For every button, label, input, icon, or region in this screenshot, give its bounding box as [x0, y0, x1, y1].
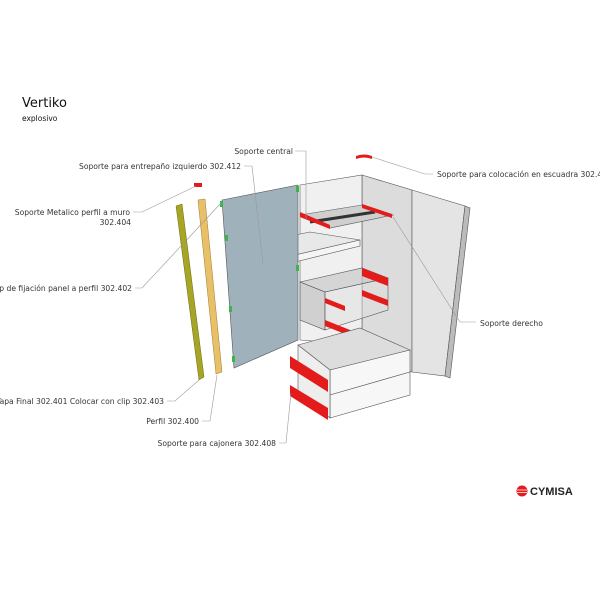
- label-soporte-escuadra: Soporte para colocación en escuadra 302.…: [437, 170, 600, 179]
- label-soporte-metalico: Soporte Metalico perfil a muro: [15, 208, 131, 217]
- label-clip-fijacion: Clip de fijación panel a perfil 302.402: [0, 284, 132, 293]
- upper-shelf: [298, 204, 395, 229]
- logo-text: CYMISA: [530, 486, 573, 498]
- wall-profile-gold: [197, 198, 223, 375]
- label-tapa-final: Tapa Final 302.401 Colocar con clip 302.…: [0, 397, 164, 406]
- leader-lines: [133, 150, 476, 444]
- label-soporte-central: Soporte central: [234, 147, 293, 156]
- right-side-panel: [361, 174, 471, 379]
- cymisa-logo: CYMISA: [516, 485, 573, 498]
- diagram-title: Vertiko: [22, 96, 67, 111]
- label-perfil: Perfil 302.400: [146, 417, 199, 426]
- blue-side-panel: [220, 184, 299, 369]
- label-soporte-metalico-code: 302.404: [100, 218, 132, 227]
- wall-profile-olive: [175, 203, 205, 381]
- label-soporte-cajonera: Soporte para cajonera 302.408: [158, 439, 277, 448]
- logo-icon: [516, 485, 528, 497]
- drawer-unit: [290, 327, 411, 420]
- corner-bracket: [356, 154, 372, 159]
- glass-compartment: [298, 267, 390, 336]
- label-soporte-entrepano: Soporte para entrepaño izquierdo 302.412: [79, 162, 241, 171]
- diagram-subtitle: explosivo: [22, 114, 58, 123]
- metal-wall-bracket: [194, 183, 202, 187]
- label-soporte-derecho: Soporte derecho: [480, 319, 543, 328]
